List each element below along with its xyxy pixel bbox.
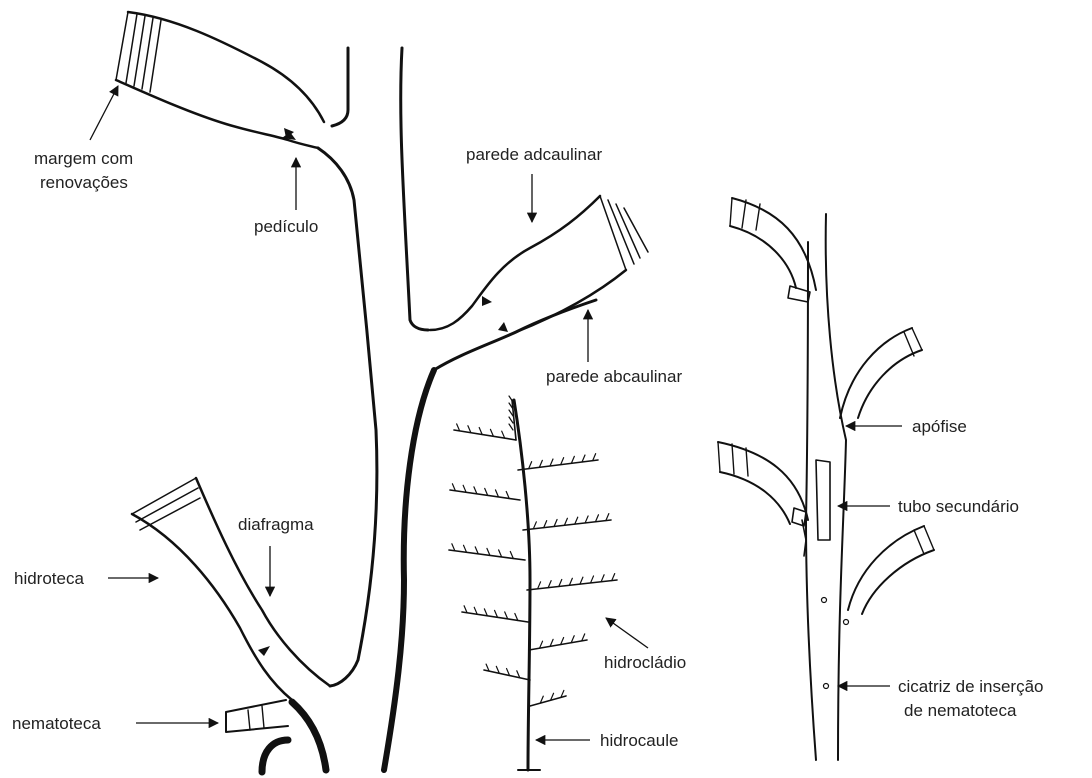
hydrocladium-branch — [509, 396, 513, 402]
arrow-hidrocladio — [606, 618, 648, 648]
label-arrows — [90, 86, 902, 740]
arrow-margem — [90, 86, 118, 140]
upper-left-hydrotheca — [116, 12, 324, 148]
label-cicatriz-line2: de nematoteca — [904, 701, 1017, 720]
label-parede-adcaulinar: parede adcaulinar — [466, 145, 602, 164]
label-nematoteca: nematoteca — [12, 714, 101, 733]
label-hidroteca: hidroteca — [14, 569, 84, 588]
hydrocladium-branch — [509, 417, 513, 423]
hydrocladium-branch — [509, 424, 513, 430]
hydrocladium-branch — [454, 430, 516, 440]
nematotheca-scar — [824, 684, 829, 689]
right-hydrotheca-mid1 — [840, 328, 922, 418]
label-tubo-secundario: tubo secundário — [898, 497, 1019, 516]
right-hydrotheca-top — [730, 198, 816, 302]
hydrocladium-branch — [484, 670, 530, 680]
hydrocladium-branch — [529, 640, 587, 650]
label-margem-line2: renovações — [40, 173, 128, 192]
nematotheca-scar — [822, 598, 827, 603]
nematotheca-scar — [844, 620, 849, 625]
label-cicatriz-line1: cicatriz de inserção — [898, 677, 1044, 696]
label-parede-abcaulinar: parede abcaulinar — [546, 367, 682, 386]
lower-left-hydrotheca — [132, 478, 330, 700]
upper-right-hydrotheca — [430, 196, 648, 332]
left-stem — [318, 48, 377, 686]
label-pediculo: pedículo — [254, 217, 318, 236]
label-diafragma: diafragma — [238, 515, 314, 534]
right-hydrotheca-low — [848, 526, 934, 614]
hydrocladia-colony — [449, 396, 617, 770]
right-hydrotheca-mid2 — [718, 442, 808, 526]
labels: margem com renovações pedículo parede ad… — [12, 145, 1044, 750]
nematotheca-group — [226, 700, 326, 772]
label-hidrocladio: hidrocládio — [604, 653, 686, 672]
right-colony — [718, 198, 934, 760]
label-apofise: apófise — [912, 417, 967, 436]
label-hidrocaule: hidrocaule — [600, 731, 678, 750]
label-margem-line1: margem com — [34, 149, 133, 168]
